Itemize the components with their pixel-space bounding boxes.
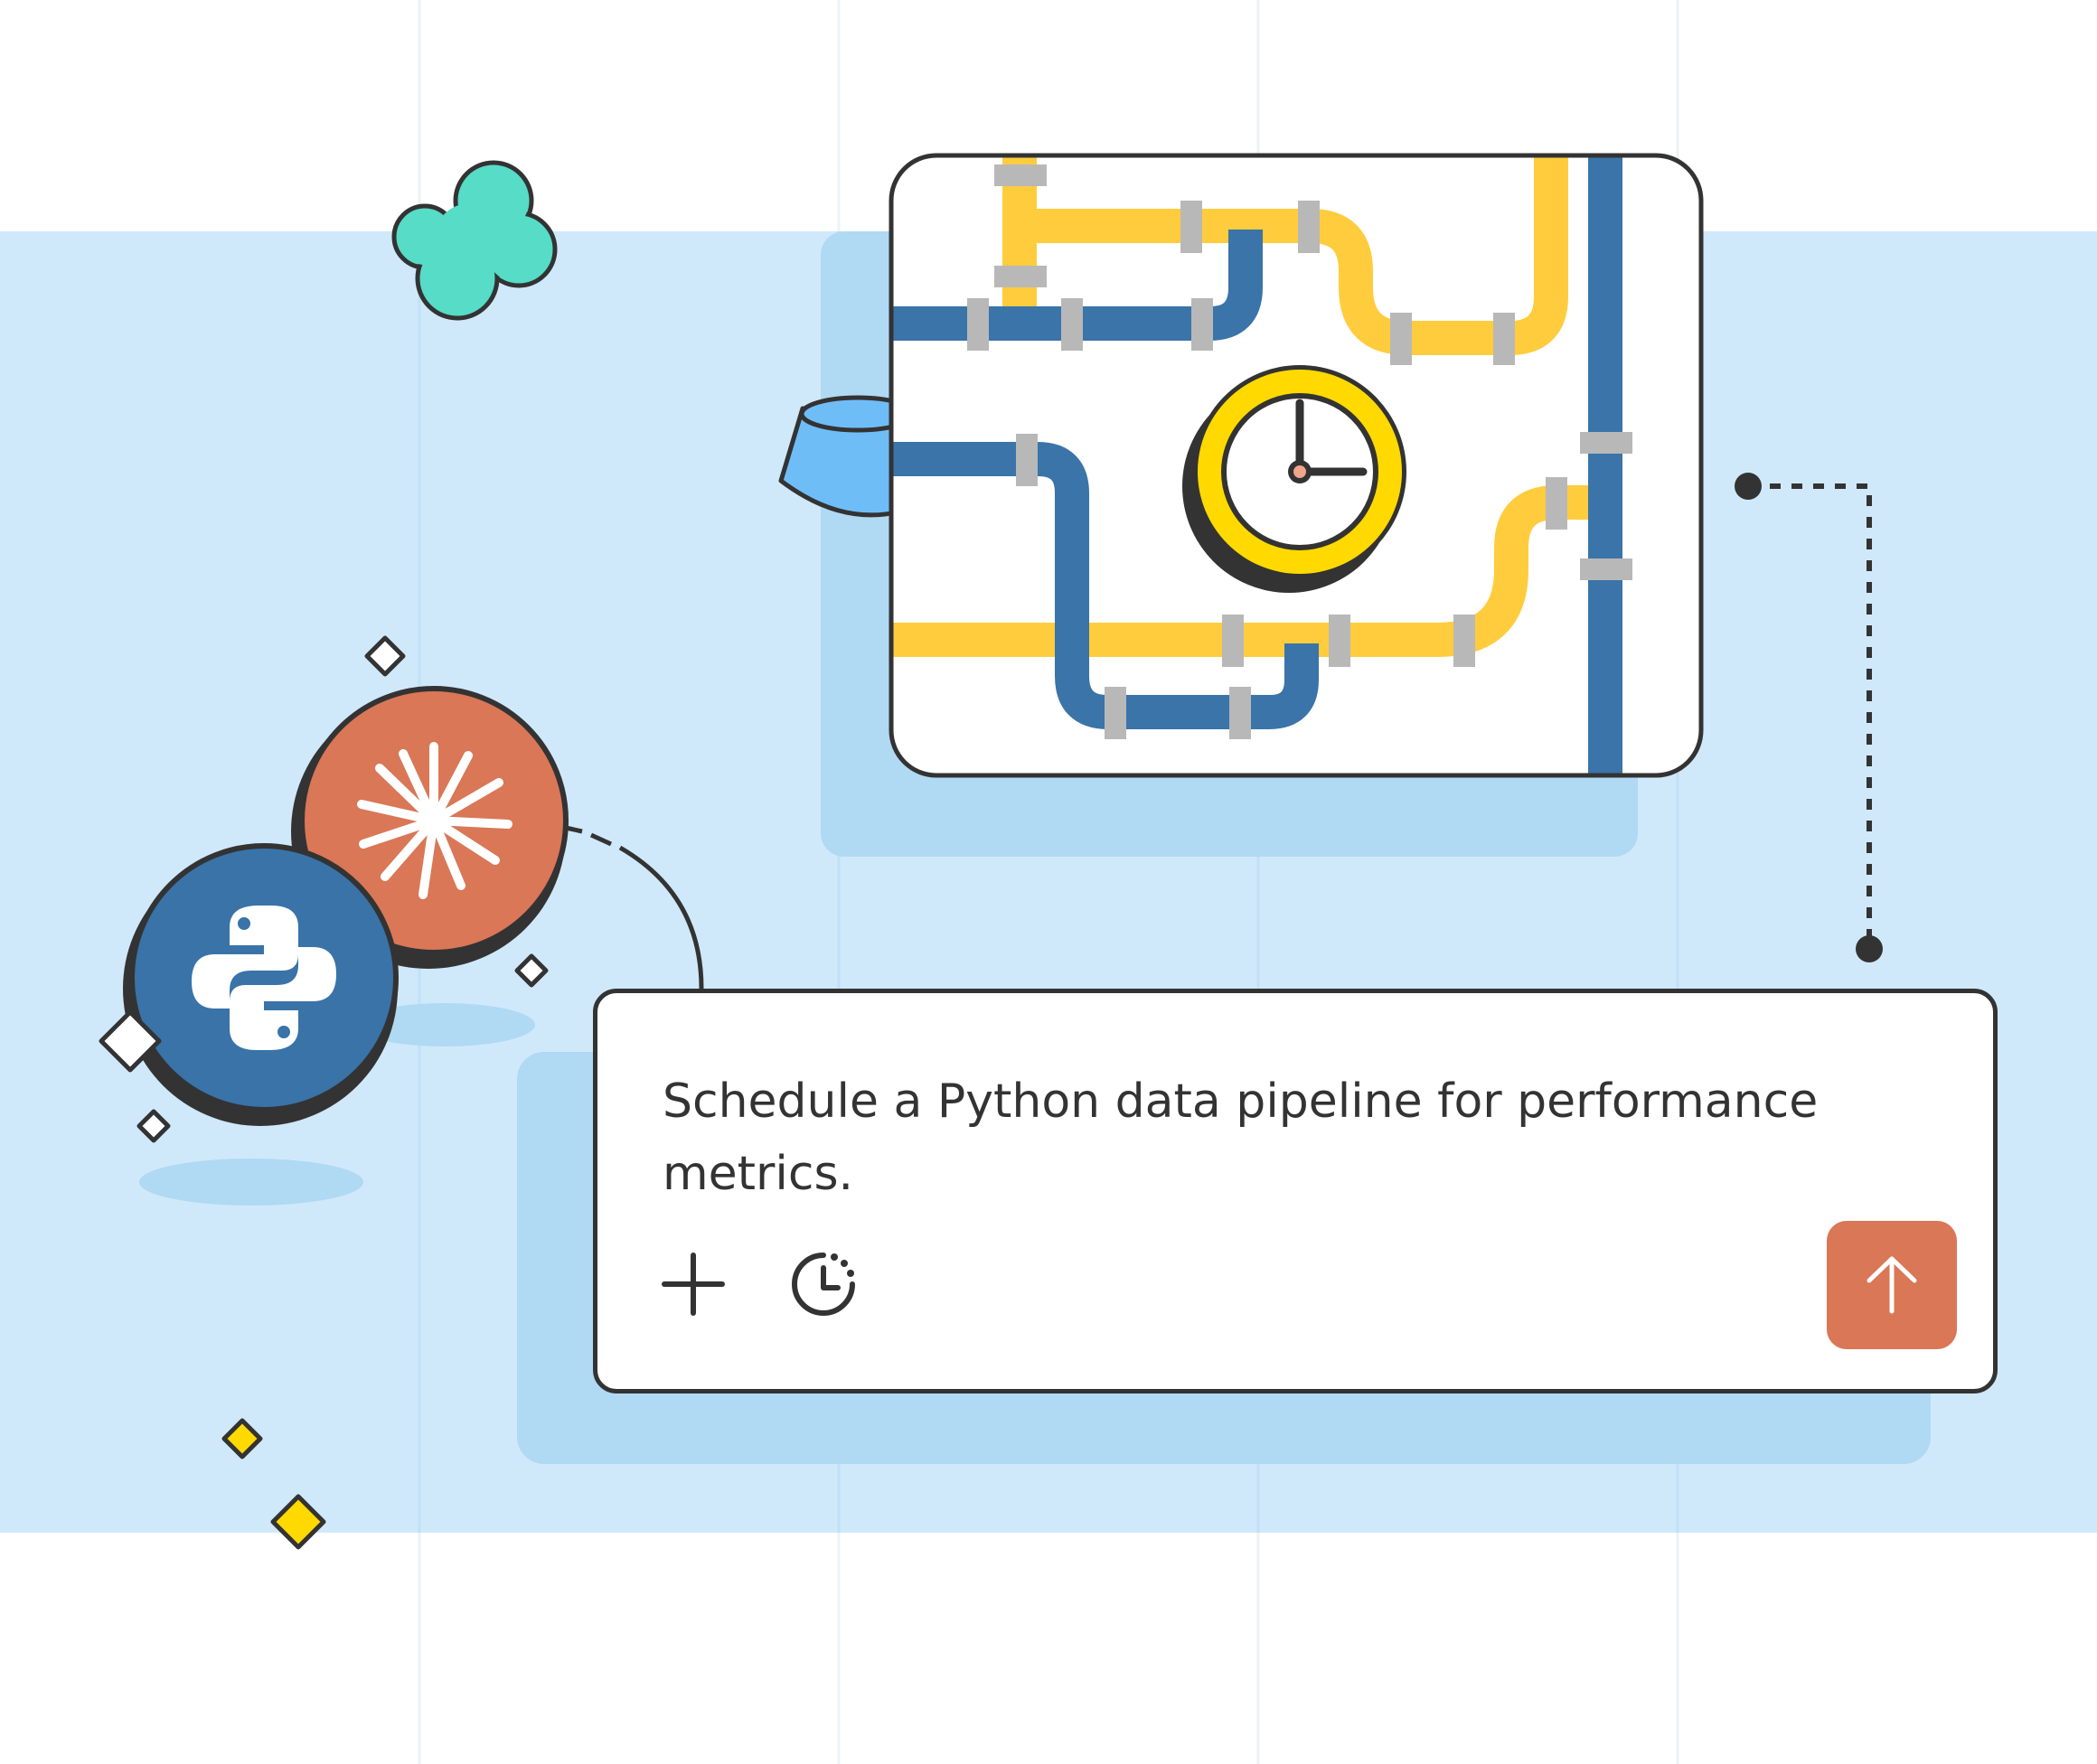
clock-icon xyxy=(1182,365,1406,593)
badge-shadow xyxy=(354,1003,535,1046)
schedule-button[interactable] xyxy=(787,1248,860,1320)
python-logo-icon xyxy=(192,905,336,1050)
send-button[interactable] xyxy=(1827,1221,1957,1349)
pipe-connectors xyxy=(967,164,1632,739)
add-button[interactable] xyxy=(657,1248,729,1320)
prompt-input[interactable]: Schedule a Python data pipeline for perf… xyxy=(663,1074,1819,1201)
arc-connector xyxy=(565,825,704,990)
badge-shadow xyxy=(139,1159,363,1206)
arrow-up-icon xyxy=(1867,1256,1917,1314)
clock-dotted-icon xyxy=(792,1253,855,1316)
plus-icon xyxy=(662,1253,725,1316)
prompt-card: Schedule a Python data pipeline for perf… xyxy=(593,989,1998,1393)
python-badge xyxy=(123,843,399,1126)
sparkle-diamonds xyxy=(99,635,549,1550)
asterisk-burst-icon xyxy=(357,742,512,899)
dotted-connector xyxy=(1735,473,1883,962)
pipeline-card xyxy=(889,153,1704,778)
